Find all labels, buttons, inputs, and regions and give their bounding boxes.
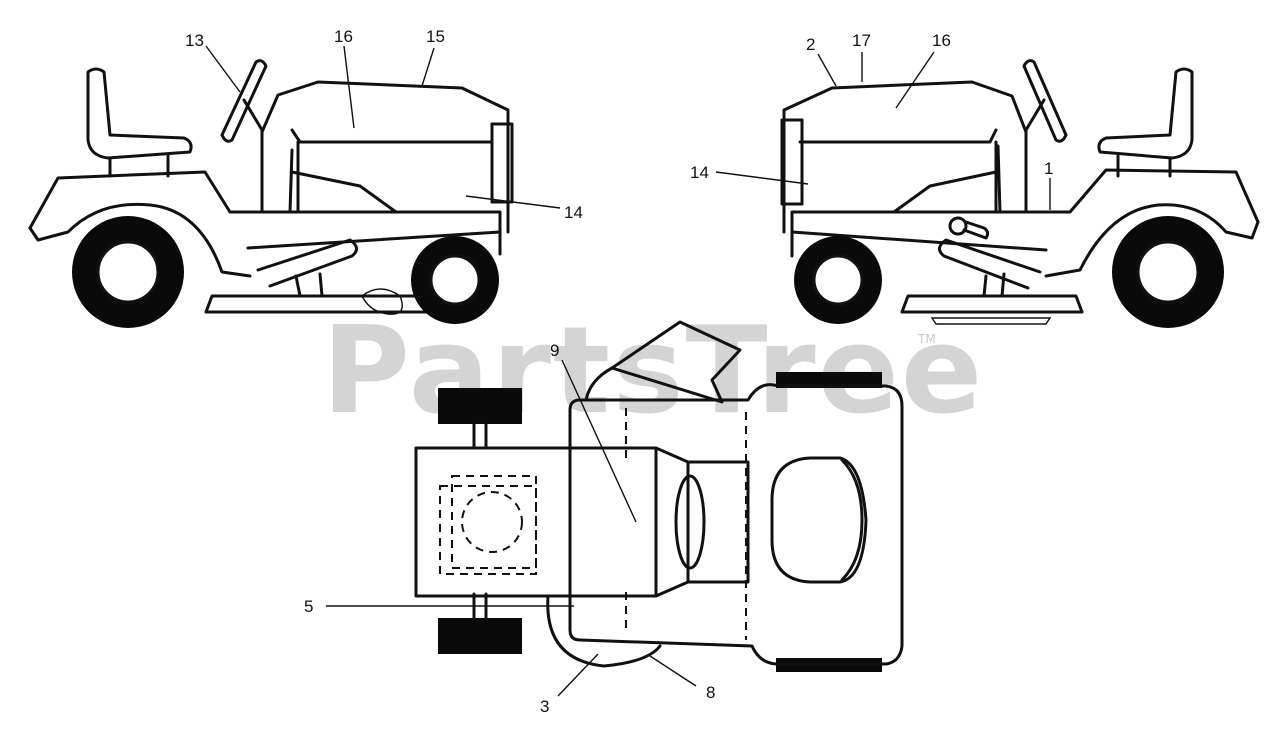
label-8: 8 <box>706 683 715 702</box>
label-16-right: 16 <box>932 31 951 50</box>
label-3: 3 <box>540 697 549 716</box>
label-9: 9 <box>550 341 559 360</box>
top-rear-tire-upper <box>438 388 522 424</box>
watermark-tm: TM <box>917 332 936 346</box>
right-side-view <box>715 51 1260 328</box>
top-rear-tire-lower <box>438 618 522 654</box>
label-2: 2 <box>806 35 815 54</box>
watermark: PartsTree <box>322 302 984 441</box>
label-15: 15 <box>426 27 445 46</box>
left-side-view <box>28 45 561 328</box>
top-front-tire-upper <box>776 372 882 388</box>
label-14-right: 14 <box>690 163 709 182</box>
label-14-left: 14 <box>564 203 583 222</box>
label-17: 17 <box>852 31 871 50</box>
top-view <box>326 320 904 697</box>
label-1: 1 <box>1044 159 1053 178</box>
label-13: 13 <box>185 31 204 50</box>
label-5: 5 <box>304 597 313 616</box>
label-16-left: 16 <box>334 27 353 46</box>
